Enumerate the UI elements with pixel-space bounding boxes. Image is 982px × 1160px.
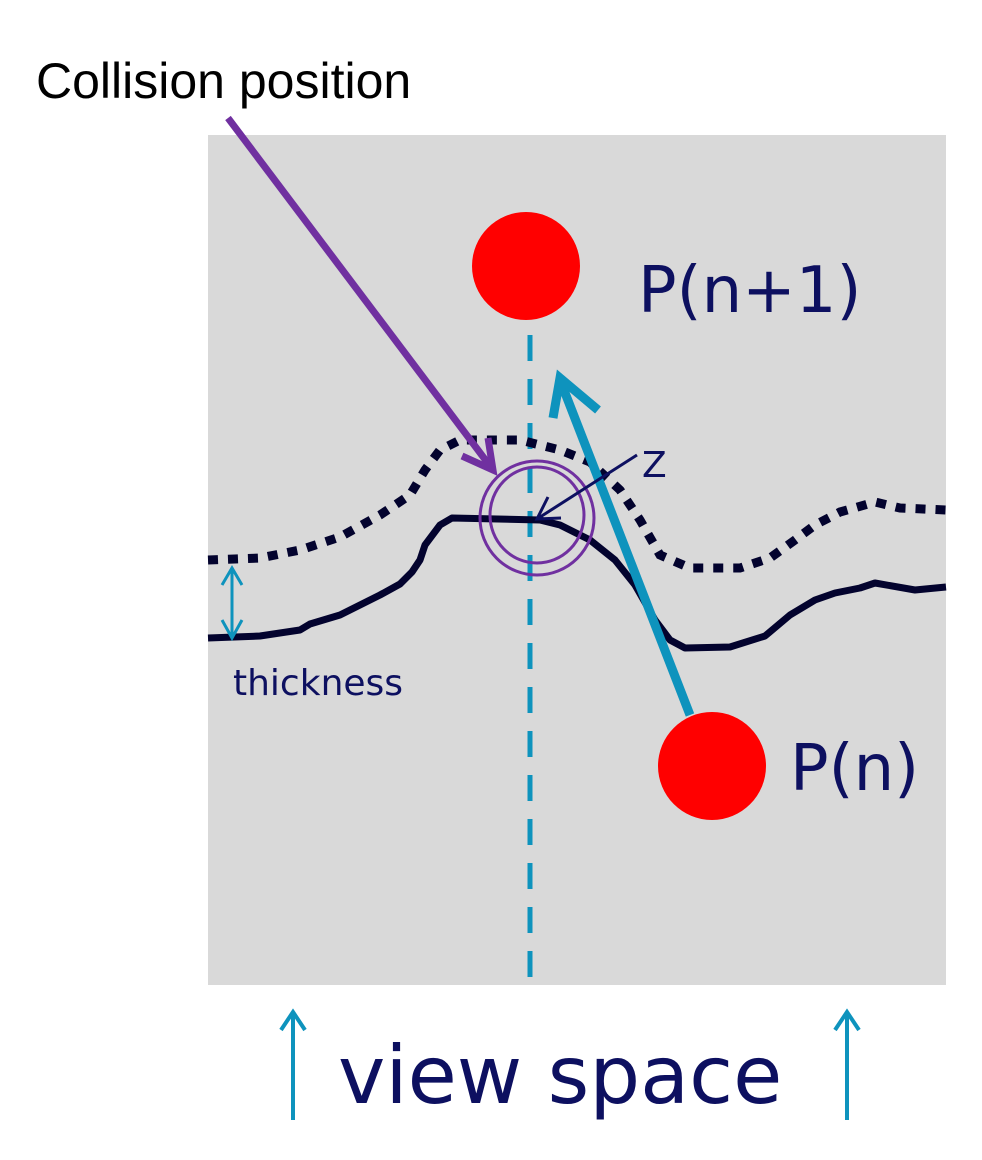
point-next (472, 212, 580, 320)
thickness-double-arrow-icon (220, 565, 244, 642)
point-current (658, 712, 766, 820)
thickness-label: thickness (233, 663, 403, 704)
z-depth-arrow-icon (534, 453, 638, 521)
depth-surface-line (207, 514, 947, 652)
point-current-label: P(n) (790, 732, 919, 806)
z-label: Z (642, 445, 667, 486)
collision-pointer-arrow-icon (225, 115, 498, 476)
collision-position-label: Collision position (36, 53, 411, 109)
point-next-label: P(n+1) (638, 254, 861, 328)
ray-step-arrow-icon (548, 369, 695, 717)
view-space-label: view space (338, 1029, 782, 1122)
view-direction-right-arrow-icon (833, 1008, 861, 1120)
collision-outer-circle (478, 459, 596, 577)
collision-inner-circle (488, 465, 586, 565)
view-direction-left-arrow-icon (279, 1008, 307, 1120)
